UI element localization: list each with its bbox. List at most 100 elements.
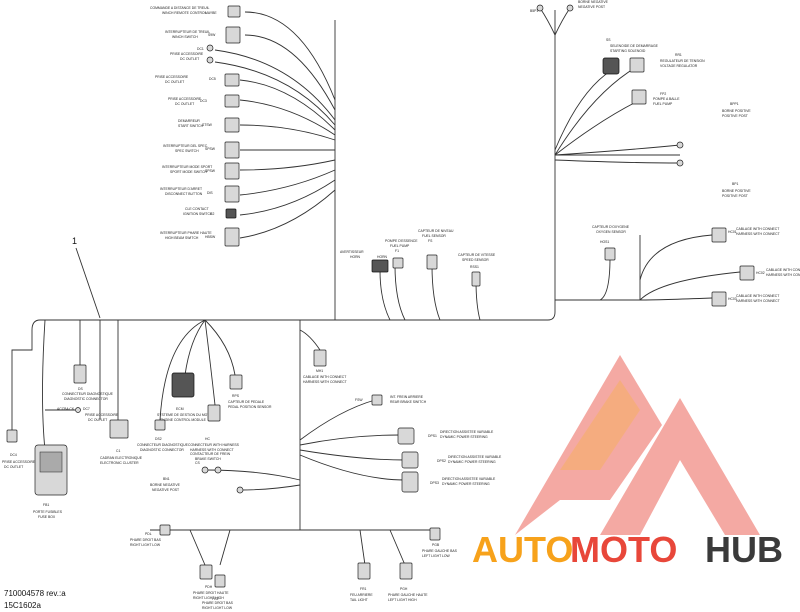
svg-text:CABLAGE WITH CONNECT: CABLAGE WITH CONNECT — [736, 294, 779, 298]
svg-text:SPSW: SPSW — [205, 169, 216, 173]
power-steering-connector-1: DPS1 DIRECTION ASSISTEE VARIABLE DYNAMIC… — [397, 427, 494, 445]
svg-text:POMPE D'ESSENCE: POMPE D'ESSENCE — [385, 239, 418, 243]
engine-control-module-connector: ECM SYSTEME DE GESTION DU MOTEUR ENGINE … — [157, 372, 217, 422]
svg-text:POMPE A BALLE: POMPE A BALLE — [653, 97, 680, 101]
pedal-sensor-connector: RPS CAPTEUR DE PEDALE PEDAL POSITION SEN… — [228, 374, 272, 409]
svg-text:FEU ARRIERE: FEU ARRIERE — [350, 593, 373, 597]
svg-text:DC OUTLET: DC OUTLET — [4, 465, 23, 469]
svg-text:RSS1: RSS1 — [470, 265, 479, 269]
oxygen-sensor-connector: HOS1 CAPTEUR D'OXYGENE OXYGEN SENSOR — [592, 225, 630, 261]
svg-text:INTERRUPTEUR MODE SPORT: INTERRUPTEUR MODE SPORT — [162, 165, 212, 169]
svg-text:HIGH BEAM SWITCH: HIGH BEAM SWITCH — [165, 236, 199, 240]
svg-text:CLE CONTACT: CLE CONTACT — [185, 207, 209, 211]
svg-text:PHARE GAUCHE BAS: PHARE GAUCHE BAS — [422, 549, 458, 553]
svg-text:SS: SS — [606, 38, 611, 42]
svg-text:RPS: RPS — [232, 394, 240, 398]
svg-text:IGNITION SWITCH: IGNITION SWITCH — [183, 212, 213, 216]
svg-text:ELECTRONIC CLUSTER: ELECTRONIC CLUSTER — [100, 461, 139, 465]
right-light-low-connector: PDL PHARE DROIT BAS RIGHT LIGHT LOW — [130, 524, 171, 547]
svg-text:HARNESS WITH CONNECT: HARNESS WITH CONNECT — [190, 448, 234, 452]
svg-text:PRISE ACCESSOIRE: PRISE ACCESSOIRE — [168, 97, 202, 101]
harness-connect-right-3: HC03 CABLAGE WITH CONNECT HARNESS WITH C… — [711, 291, 780, 307]
svg-text:WINCH REMOTE CONTROL: WINCH REMOTE CONTROL — [162, 11, 207, 15]
svg-text:PDL: PDL — [145, 532, 152, 536]
svg-text:HORN: HORN — [350, 255, 361, 259]
svg-text:POSITIVE POST: POSITIVE POST — [722, 194, 748, 198]
svg-text:DC1: DC1 — [197, 47, 204, 51]
svg-text:DISCONNECT BUTTON: DISCONNECT BUTTON — [165, 192, 203, 196]
high-beam-switch-connector: HBSW INTERRUPTEUR PHARE HAUTE HIGH BEAM … — [160, 227, 240, 247]
bottom-left-branches — [42, 319, 236, 451]
tail-light-connector: FR2 PHARE DROIT BAS RIGHT LIGHT LOW — [202, 574, 234, 610]
svg-text:STARTING SOLENOID: STARTING SOLENOID — [610, 49, 646, 53]
svg-text:C1: C1 — [116, 449, 120, 453]
svg-text:CAPTEUR DE VITESSE: CAPTEUR DE VITESSE — [458, 253, 496, 257]
svg-text:DYNAMIC POWER STEERING: DYNAMIC POWER STEERING — [440, 435, 488, 439]
fuse-box: FB1 PORTE FUSIBLES FUSE BOX — [33, 444, 68, 519]
positive-post-connector-1: BPP1 BORNE POSITIVE POSITIVE POST — [676, 102, 751, 149]
fuel-pump-connector-mid: F1 POMPE D'ESSENCE FUEL PUMP — [385, 239, 418, 269]
svg-text:DPS3: DPS3 — [430, 481, 439, 485]
svg-text:BORNE POSITIVE: BORNE POSITIVE — [722, 189, 751, 193]
svg-text:HARNESS WITH CONNECT: HARNESS WITH CONNECT — [736, 232, 780, 236]
spec-switch-connector: SPSW INTERRUPTEUR DEL SPEC. SPEC SWITCH — [163, 141, 240, 159]
svg-text:C2: C2 — [210, 212, 214, 216]
svg-text:CONNECTEUR DIAGNOSTIQUE: CONNECTEUR DIAGNOSTIQUE — [137, 443, 189, 447]
svg-text:DC OUTLET: DC OUTLET — [180, 57, 199, 61]
dc-outlet-connector-4: DC4 PRISE ACCESSOIRE DC OUTLET — [2, 429, 36, 469]
top-right-branch — [539, 7, 681, 164]
svg-text:ACCBA CK: ACCBA CK — [57, 407, 75, 411]
figure-code-label: 15C1602a — [4, 601, 41, 610]
svg-text:PRISE ACCESSOIRE: PRISE ACCESSOIRE — [170, 52, 204, 56]
fuel-sensor-connector: FS CAPTEUR DE NIVEAU FUEL SENSOR — [418, 229, 454, 270]
svg-text:DC OUTLET: DC OUTLET — [88, 418, 107, 422]
svg-text:HARNESS WITH CONNECT: HARNESS WITH CONNECT — [303, 380, 347, 384]
svg-text:RR1: RR1 — [675, 53, 682, 57]
disconnect-button-connector: DIS INTERRUPTEUR D'ARRET DISCONNECT BUTT… — [160, 185, 240, 203]
svg-text:MH1: MH1 — [316, 369, 323, 373]
svg-text:CONNECTEUR WITH HARNESS: CONNECTEUR WITH HARNESS — [188, 443, 240, 447]
svg-text:PORTE FUSIBLES: PORTE FUSIBLES — [33, 510, 63, 514]
svg-text:HARNESS WITH CONNECT: HARNESS WITH CONNECT — [736, 299, 780, 303]
svg-text:BORNE NEGATIVE: BORNE NEGATIVE — [150, 483, 181, 487]
svg-text:CONNECTEUR DIAGNOSTIQUE: CONNECTEUR DIAGNOSTIQUE — [62, 392, 114, 396]
svg-text:BORNE POSITIVE: BORNE POSITIVE — [722, 109, 751, 113]
svg-text:HC03: HC03 — [728, 297, 737, 301]
electronic-cluster-connector: C1 CADRAN ELECTRONIQUE ELECTRONIC CLUSTE… — [100, 419, 143, 465]
svg-text:MAYBE: MAYBE — [205, 11, 217, 15]
svg-text:BPP1: BPP1 — [730, 102, 739, 106]
dc-outlet-connector-3: DC3 PRISE ACCESSOIRE DC OUTLET — [168, 94, 240, 108]
diagnostic-connector-2: DS2 CONNECTEUR DIAGNOSTIQUE DIAGNOSTIC C… — [137, 419, 189, 452]
svg-text:DC7: DC7 — [83, 407, 90, 411]
svg-text:BN1: BN1 — [163, 477, 170, 481]
brake-switch-connector: CS CONTACTEUR DE FREIN BRAKE SWITCH — [190, 452, 231, 474]
svg-text:RIGHT LIGHT HIGH: RIGHT LIGHT HIGH — [193, 596, 224, 600]
speed-sensor-connector: RSS1 CAPTEUR DE VITESSE SPEED SENSOR — [458, 253, 496, 287]
svg-text:RIGHT LIGHT LOW: RIGHT LIGHT LOW — [130, 543, 161, 547]
svg-text:SPSW: SPSW — [205, 147, 216, 151]
harness-connect-right-1: HC01 CABLAGE WITH CONNECT HARNESS WITH C… — [711, 227, 780, 243]
winch-switch-connector: S9W INTERRUPTEUR DE TREUIL WINCH SWITCH — [165, 26, 241, 44]
svg-text:BRAKE SWITCH: BRAKE SWITCH — [195, 457, 221, 461]
left-light-high-connector: PGH PHARE GAUCHE HAUTE LEFT LIGHT HIGH — [388, 562, 428, 602]
svg-text:PHARE DROIT BAS: PHARE DROIT BAS — [202, 601, 234, 605]
watermark-text-moto: MOTO — [570, 529, 677, 570]
diagnostic-connector: DS CONNECTEUR DIAGNOSTIQUE DIAGNOSTIC CO… — [62, 364, 114, 401]
svg-text:TAIL LIGHT: TAIL LIGHT — [350, 598, 368, 602]
fuel-pump-connector-top: FP2 POMPE A BALLE FUEL PUMP — [631, 89, 680, 106]
svg-text:PRISE ACCESSOIRE: PRISE ACCESSOIRE — [85, 413, 119, 417]
svg-text:REAR BRAKE SWITCH: REAR BRAKE SWITCH — [390, 400, 427, 404]
svg-text:INTERRUPTEUR D'ARRET: INTERRUPTEUR D'ARRET — [160, 187, 202, 191]
svg-text:DPS2: DPS2 — [437, 459, 446, 463]
svg-text:PHARE GAUCHE HAUTE: PHARE GAUCHE HAUTE — [388, 593, 428, 597]
svg-text:FUSE BOX: FUSE BOX — [38, 515, 56, 519]
svg-text:HORN: HORN — [377, 255, 388, 259]
watermark-text-auto: AUTO — [472, 529, 573, 570]
svg-text:COMMANDE A DISTANCE DE TREUIL: COMMANDE A DISTANCE DE TREUIL — [150, 6, 210, 10]
watermark-text-hub: HUB — [705, 529, 783, 570]
svg-text:HC02: HC02 — [756, 271, 765, 275]
dc-outlet-connector-5: DC5 PRISE ACCESSOIRE DC OUTLET — [155, 73, 240, 87]
power-steering-connector-2: DPS2 DIRECTION ASSISTEE VARIABLE DYNAMIC… — [401, 451, 502, 469]
svg-text:DIRECTION ASSISTEE VARIABLE: DIRECTION ASSISTEE VARIABLE — [440, 430, 494, 434]
negative-post-top: B5P1 BORNE NEGATIVE NEGATIVE POST — [530, 0, 609, 13]
